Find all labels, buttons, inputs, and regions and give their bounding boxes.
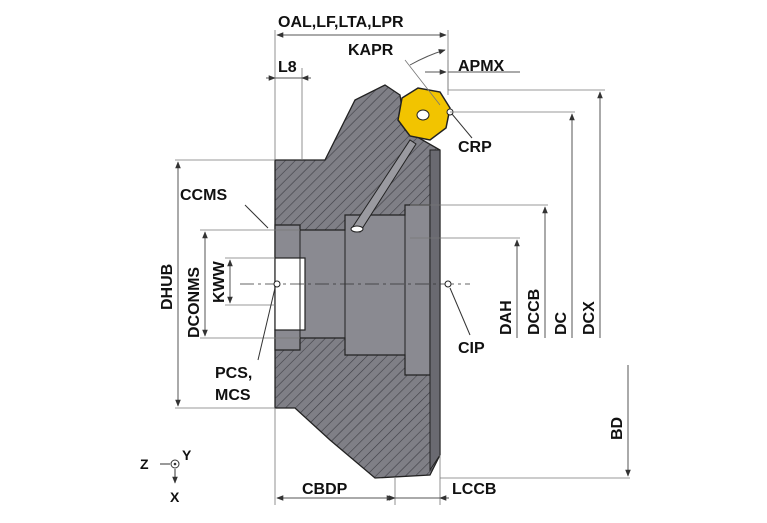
- axis-x-label: X: [170, 489, 180, 505]
- cip-point: [444, 280, 452, 288]
- dc-label: DC: [553, 311, 570, 335]
- dconms-label: DCONMS: [186, 267, 203, 338]
- kapr-label: KAPR: [348, 42, 394, 59]
- lccb-label: LCCB: [452, 481, 496, 498]
- dccb-label: DCCB: [526, 289, 543, 335]
- kapr-arc: [409, 49, 446, 66]
- oal-label: OAL,LF,LTA,LPR: [278, 14, 404, 31]
- axis-y-label: Y: [182, 447, 192, 463]
- pcs-leader: [257, 287, 276, 361]
- insert-hole: [416, 109, 430, 121]
- dhub-label: DHUB: [159, 264, 176, 310]
- dcx-label: DCX: [581, 301, 598, 335]
- cutter-face: [429, 149, 441, 472]
- apmx-label: APMX: [458, 58, 505, 75]
- cip-leader: [449, 287, 471, 336]
- axis-z-label: Z: [140, 456, 149, 472]
- pcs-point: [273, 280, 281, 288]
- l8-label: L8: [278, 59, 297, 76]
- cbdp-label: CBDP: [302, 481, 348, 498]
- crp-leader: [451, 113, 473, 139]
- cip-label: CIP: [458, 340, 485, 357]
- pcs-label: PCS,: [215, 365, 252, 382]
- crp-label: CRP: [458, 139, 492, 156]
- coolant-hole: [350, 225, 364, 233]
- mcs-label: MCS: [215, 387, 251, 404]
- coordinate-system-icon: Z Y X: [140, 447, 192, 505]
- dah-label: DAH: [498, 300, 515, 335]
- ccms-label: CCMS: [180, 187, 227, 204]
- ccms-leader: [244, 204, 269, 229]
- bd-label: BD: [609, 417, 626, 440]
- kww-label: KWW: [211, 260, 228, 303]
